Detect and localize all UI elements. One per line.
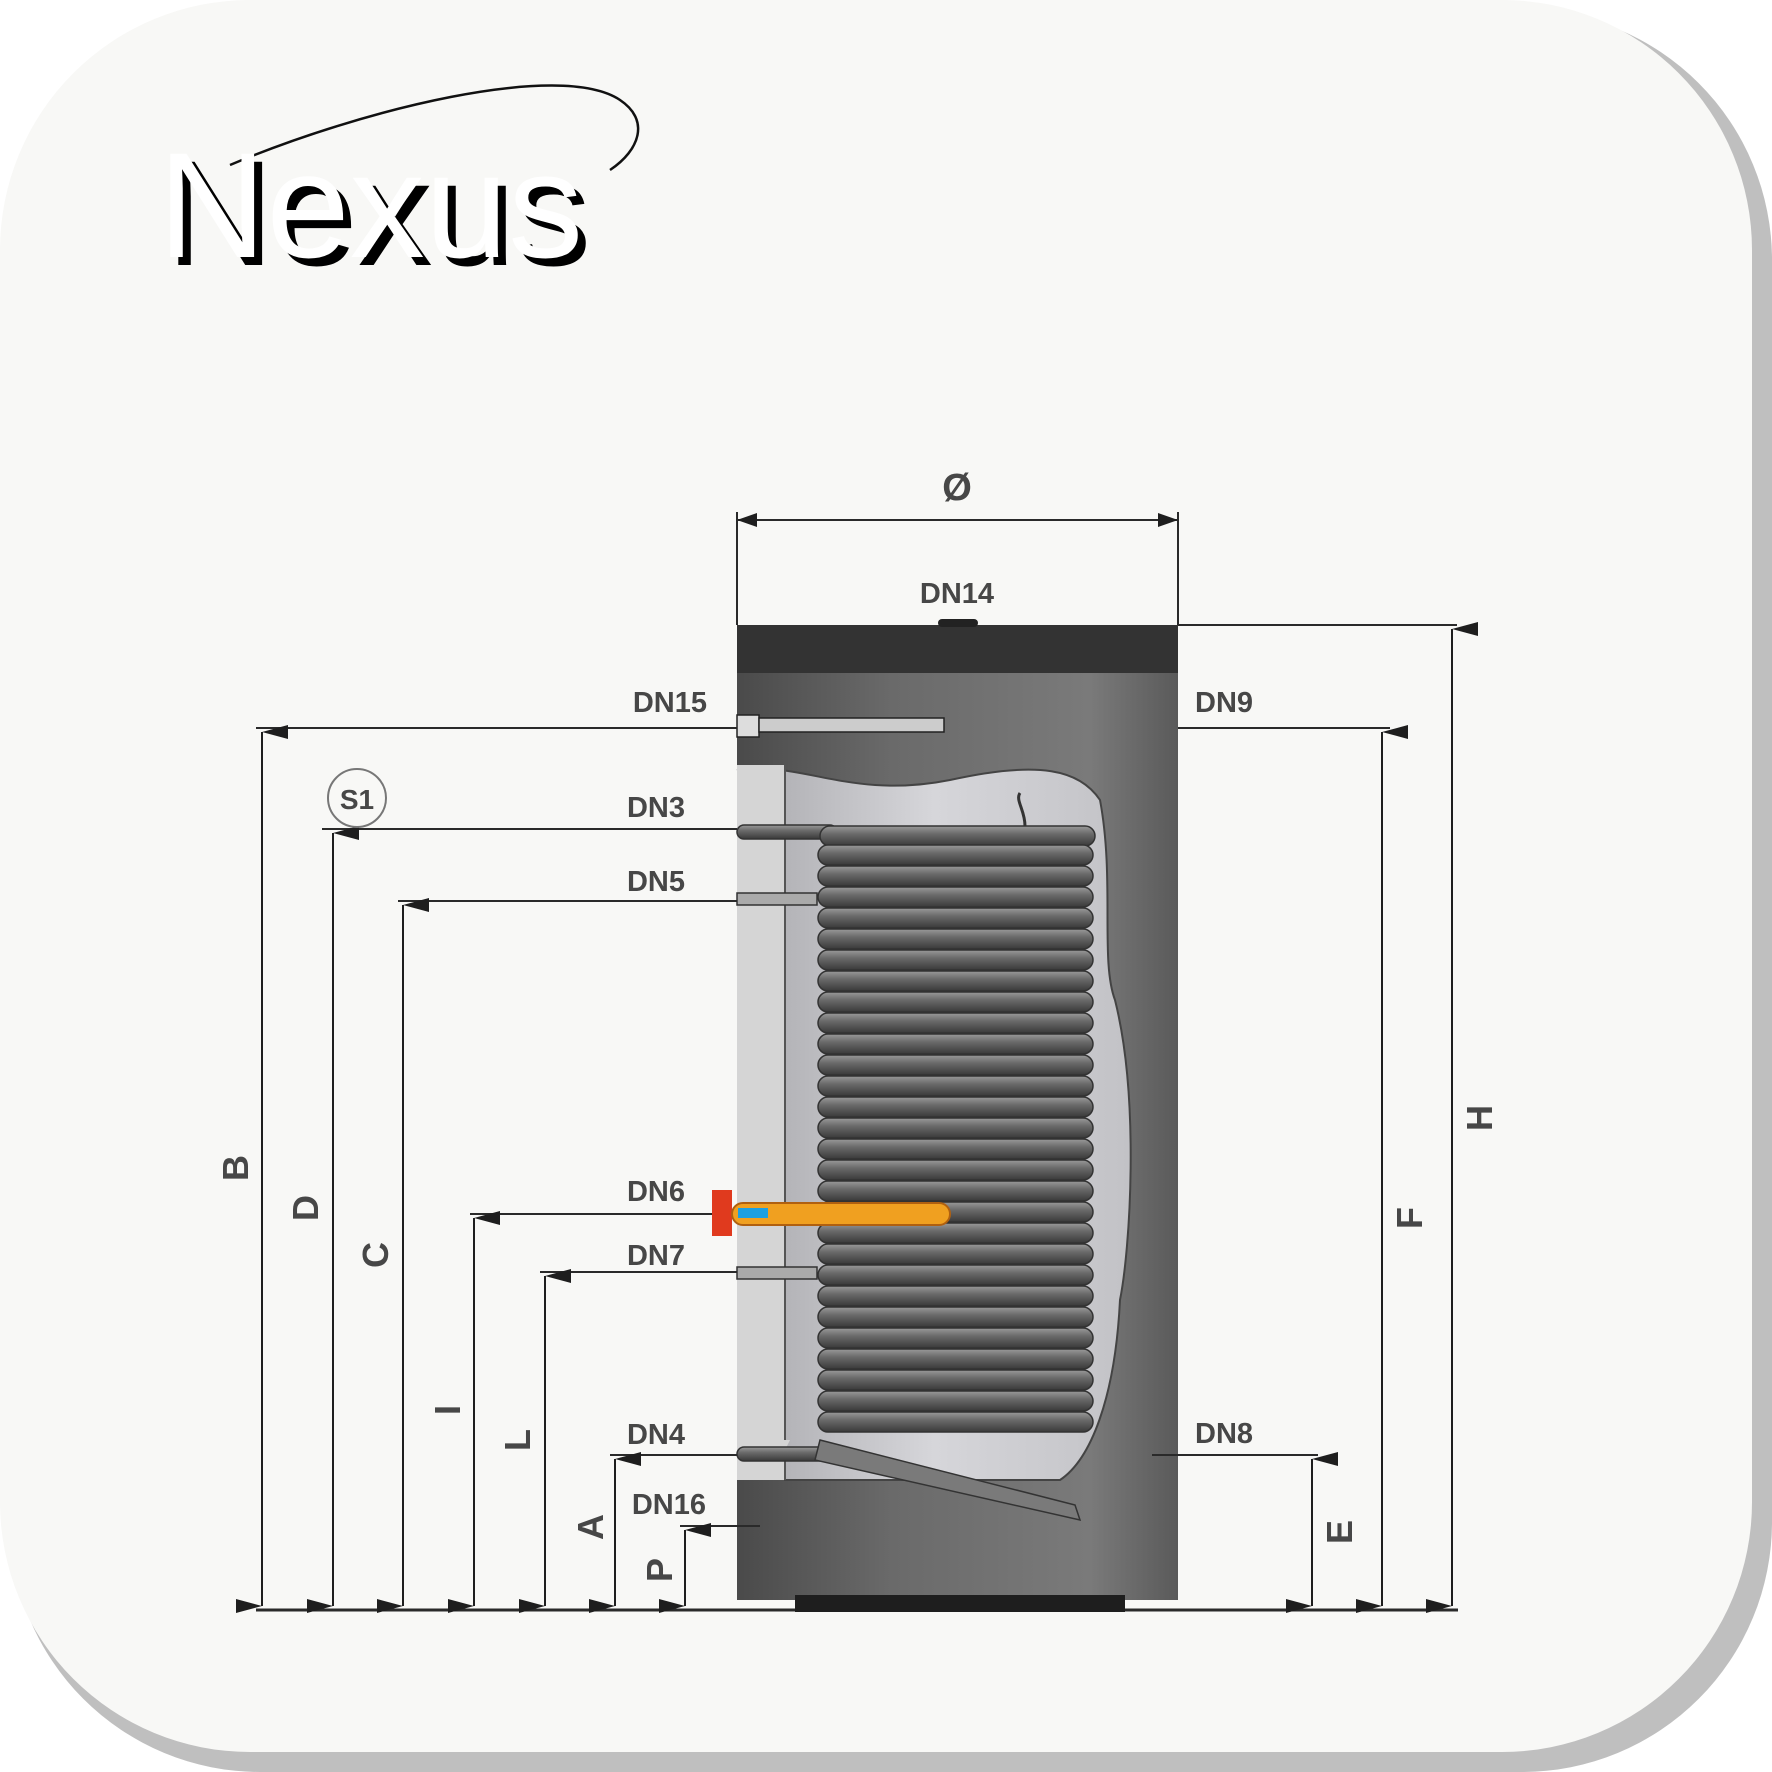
nexus-logo: Nexus Nexus — [158, 84, 640, 297]
sensor-s1-badge: S1 — [327, 768, 387, 828]
label-dn9: DN9 — [1195, 687, 1253, 719]
label-dn7: DN7 — [627, 1240, 685, 1272]
logo-text: Nexus — [158, 121, 583, 289]
dim-label-l: L — [497, 1429, 538, 1451]
dim-label-d: D — [285, 1195, 326, 1221]
dim-label-p: P — [639, 1558, 680, 1582]
dim-label-f: F — [1389, 1207, 1430, 1229]
dim-label-b: B — [215, 1155, 256, 1181]
pocket-dn5 — [736, 892, 818, 906]
dim-label-i: I — [427, 1405, 468, 1415]
diameter-label: Ø — [942, 467, 972, 509]
probe-dn15 — [736, 714, 945, 738]
dimension-lines — [236, 622, 1478, 1613]
label-dn16: DN16 — [632, 1489, 706, 1521]
label-dn15: DN15 — [633, 687, 707, 719]
dim-label-a: A — [570, 1514, 611, 1540]
label-dn3: DN3 — [627, 792, 685, 824]
label-dn8: DN8 — [1195, 1418, 1253, 1450]
logo-swoosh-icon — [229, 84, 640, 172]
logo-shadow-text: Nexus — [166, 129, 591, 297]
dim-label-c: C — [355, 1242, 396, 1268]
pocket-dn7 — [736, 1266, 818, 1280]
dim-label-h: H — [1459, 1105, 1500, 1131]
label-dn14: DN14 — [920, 578, 994, 610]
label-dn4: DN4 — [627, 1419, 685, 1451]
label-dn6: DN6 — [627, 1176, 685, 1208]
dim-label-e: E — [1319, 1520, 1360, 1544]
heat-exchanger-coil — [736, 792, 1096, 1522]
electric-heater-dn6 — [712, 1190, 951, 1236]
label-dn5: DN5 — [627, 866, 685, 898]
svg-text:S1: S1 — [340, 784, 374, 815]
